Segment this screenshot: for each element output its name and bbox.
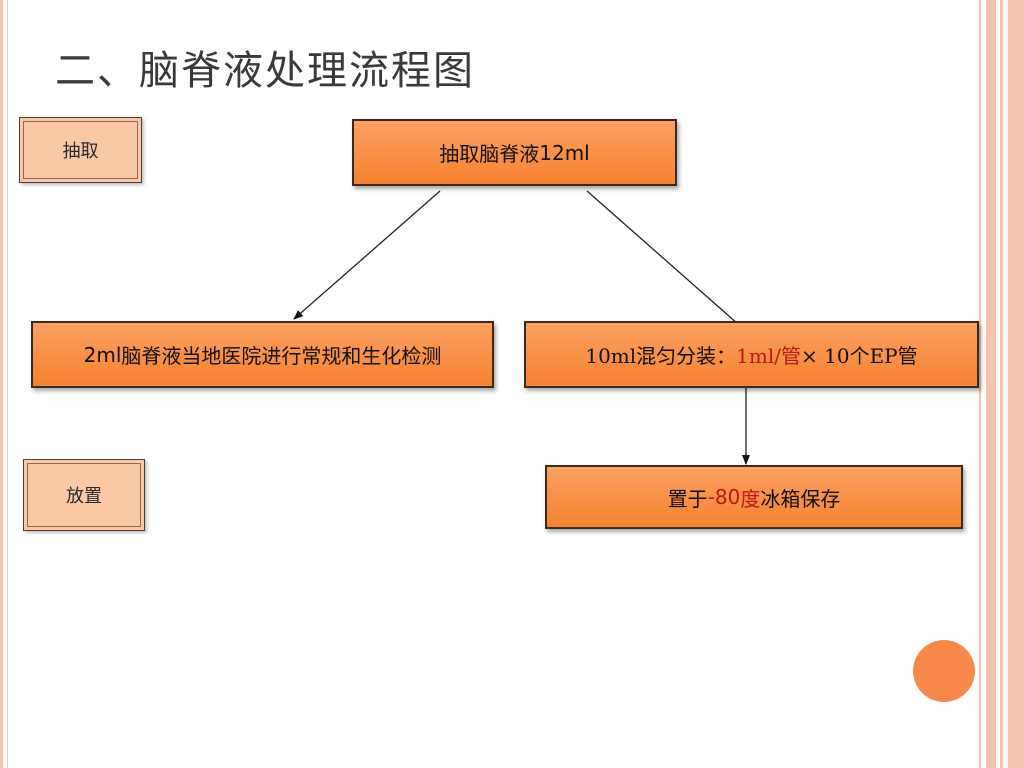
box-local-testing-text: 脑脊液当地医院进行常规和生化检测: [121, 344, 442, 368]
box-freezer-temp: -80: [707, 485, 741, 509]
box-aliquot-per-tube: 1ml/管: [736, 344, 801, 368]
decorative-orange-circle: [913, 640, 975, 702]
box-freezer-prefix: 置于: [667, 486, 708, 511]
right-border-stripe-thin-2: [1000, 0, 1003, 768]
tag-extract-label: 抽取: [62, 141, 99, 162]
box-aliquot-lead: 10ml混匀分装：: [585, 344, 737, 368]
left-border-stripe-thin: [7, 0, 8, 768]
slide-title: 二、脑脊液处理流程图: [55, 48, 475, 94]
box-freezer-unit: 度: [740, 486, 761, 511]
right-border-stripe-thin: [979, 0, 981, 768]
box-extract-csf-amount: 12ml: [539, 140, 590, 165]
connector-to-right-box: [586, 190, 739, 325]
box-freezer-suffix: 冰箱保存: [760, 486, 841, 511]
box-local-testing-amount: 2ml: [83, 342, 122, 367]
right-border-stripe-wide: [986, 0, 996, 768]
box-extract-csf-prefix: 抽取脑脊液: [439, 142, 540, 166]
box-aliquot-tail: × 10个EP管: [801, 344, 918, 368]
tag-store: 放置: [23, 459, 145, 531]
tag-extract: 抽取: [19, 117, 142, 183]
right-border-stripe-wide-2: [1008, 0, 1024, 768]
box-aliquot: 10ml混匀分装：1ml/管× 10个EP管: [524, 321, 979, 388]
left-border-stripe: [0, 0, 3, 768]
tag-store-label: 放置: [66, 486, 102, 507]
arrow-to-left-box: [293, 190, 441, 320]
